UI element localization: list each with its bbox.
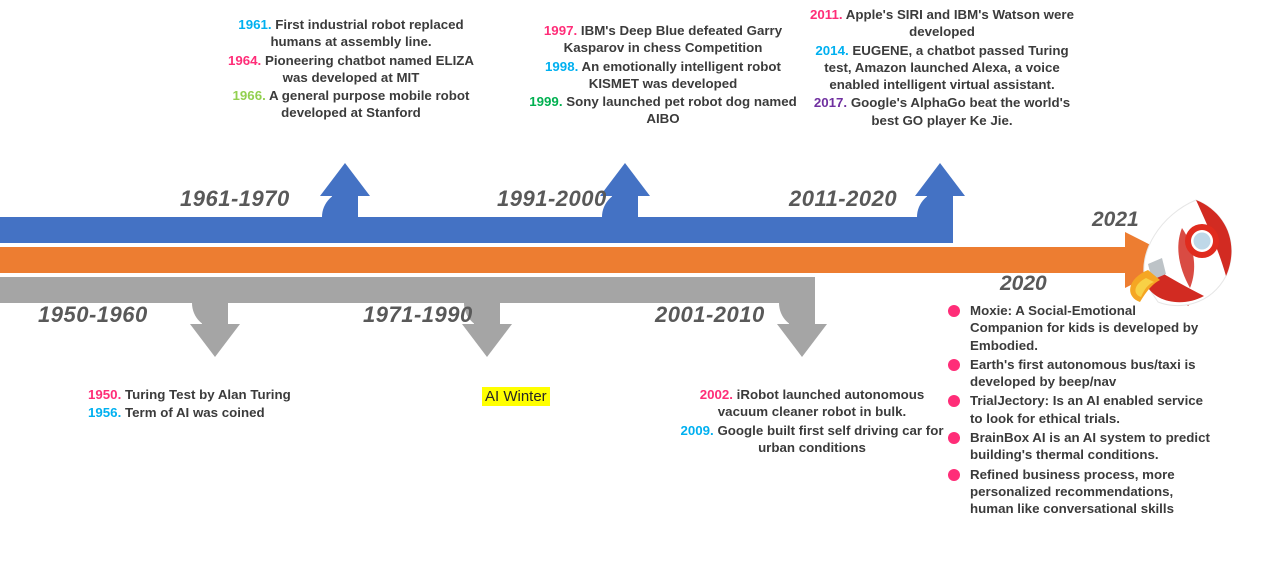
fact-group-1961-1970: 1961. First industrial robot replaced hu… [222, 16, 480, 123]
fact-item: 2017. Google's AlphaGo beat the world's … [806, 94, 1078, 129]
fact-year: 1956. [88, 405, 122, 421]
fact-year: 1997. [543, 23, 578, 38]
fact-item: 2014. EUGENE, a chatbot passed Turing te… [806, 42, 1078, 94]
bullet-text: Moxie: A Social-Emotional Companion for … [970, 303, 1199, 353]
year-label-2021: 2021 [1092, 208, 1139, 231]
gray-down-arrow-2001-2010 [757, 277, 827, 357]
fact-year: 1961. [238, 17, 272, 32]
bullet-text: Earth's first autonomous bus/taxi is dev… [970, 356, 1196, 390]
bullet-dot-icon [948, 358, 960, 371]
ai-winter-badge: AI Winter [482, 387, 550, 406]
bullet-text: Refined business process, more personali… [970, 466, 1175, 517]
fact-group-2020-bullets: Moxie: A Social-Emotional Companion for … [948, 302, 1210, 519]
fact-year: 1998. [545, 58, 579, 74]
fact-item: 1998. An emotionally intelligent robot K… [524, 58, 802, 93]
fact-item: 1997. IBM's Deep Blue defeated Garry Kas… [524, 22, 802, 57]
fact-item: 1961. First industrial robot replaced hu… [222, 16, 480, 51]
fact-item: 2002. iRobot launched autonomous vacuum … [678, 386, 946, 421]
gray-down-arrow-1971-1990 [442, 277, 512, 357]
fact-item: 2011. Apple's SIRI and IBM's Watson were… [806, 6, 1078, 41]
list-item: TrialJectory: Is an AI enabled service t… [948, 392, 1210, 427]
blue-up-arrow-2011-2020 [890, 163, 965, 243]
fact-text: EUGENE, a chatbot passed Turing test, Am… [824, 42, 1069, 93]
list-item: Moxie: A Social-Emotional Companion for … [948, 302, 1210, 354]
fact-text: Sony launched pet robot dog named AIBO [566, 94, 797, 127]
bullet-dot-icon [948, 305, 960, 317]
fact-item: 1956. Term of AI was coined [88, 404, 348, 421]
fact-item: 1966. A general purpose mobile robot dev… [222, 87, 480, 122]
rocket-icon [1130, 199, 1232, 307]
fact-year: 1966. [232, 88, 266, 104]
bullet-dot-icon [948, 395, 960, 408]
fact-group-1950-1960: 1950. Turing Test by Alan Turing 1956. T… [88, 386, 348, 423]
bullet-dot-icon [948, 468, 960, 481]
list-item: Earth's first autonomous bus/taxi is dev… [948, 356, 1210, 391]
fact-year: 1999. [529, 94, 563, 110]
fact-year: 2017. [813, 95, 848, 111]
fact-group-2011-2020: 2011. Apple's SIRI and IBM's Watson were… [806, 6, 1078, 130]
fact-text: A general purpose mobile robot developed… [269, 88, 470, 121]
list-item: Refined business process, more personali… [948, 466, 1210, 518]
fact-item: 1964. Pioneering chatbot named ELIZA was… [222, 52, 480, 87]
blue-up-arrow-1961-1970 [300, 163, 370, 243]
blue-track-bar [0, 217, 908, 243]
era-label-1991-2000: 1991-2000 [497, 186, 607, 211]
fact-text: Google built first self driving car for … [717, 422, 944, 455]
era-label-1961-1970: 1961-1970 [180, 186, 290, 211]
gray-track-bar [0, 277, 800, 303]
fact-text: Term of AI was coined [124, 405, 265, 421]
fact-text: Turing Test by Alan Turing [124, 387, 291, 402]
fact-text: IBM's Deep Blue defeated Garry Kasparov … [563, 23, 783, 56]
fact-item: 1999. Sony launched pet robot dog named … [524, 93, 802, 128]
era-label-1971-1990: 1971-1990 [363, 302, 473, 327]
fact-item: 1950. Turing Test by Alan Turing [88, 386, 348, 403]
blue-up-arrow-1991-2000 [580, 163, 650, 243]
bullet-dot-icon [948, 431, 960, 444]
era-label-2001-2010: 2001-2010 [655, 302, 765, 327]
fact-text: Google's AlphaGo beat the world's best G… [850, 95, 1071, 128]
fact-year: 1950. [88, 387, 122, 402]
list-item: BrainBox AI is an AI system to predict b… [948, 429, 1210, 464]
fact-year: 2009. [680, 422, 714, 438]
fact-year: 2002. [699, 387, 733, 402]
fact-group-2001-2010: 2002. iRobot launched autonomous vacuum … [678, 386, 946, 457]
fact-text: Pioneering chatbot named ELIZA was devel… [264, 52, 475, 85]
fact-year: 2014. [815, 42, 849, 58]
era-label-1950-1960: 1950-1960 [38, 302, 148, 327]
fact-text: Apple's SIRI and IBM's Watson were devel… [845, 7, 1074, 40]
orange-track-bar [0, 247, 1135, 273]
fact-group-1991-2000: 1997. IBM's Deep Blue defeated Garry Kas… [524, 22, 802, 129]
fact-text: An emotionally intelligent robot KISMET … [581, 58, 781, 91]
era-label-2011-2020: 2011-2020 [789, 186, 898, 211]
year-label-2020: 2020 [1000, 272, 1047, 295]
gray-down-arrow-1950-1960 [170, 277, 240, 357]
bullet-text: BrainBox AI is an AI system to predict b… [970, 429, 1210, 463]
fact-item: 2009. Google built first self driving ca… [678, 422, 946, 457]
fact-year: 1964. [227, 52, 262, 68]
fact-text: iRobot launched autonomous vacuum cleane… [717, 387, 925, 420]
bullet-text: TrialJectory: Is an AI enabled service t… [970, 393, 1204, 426]
fact-text: First industrial robot replaced humans a… [270, 17, 464, 50]
fact-year: 2011. [810, 7, 843, 22]
